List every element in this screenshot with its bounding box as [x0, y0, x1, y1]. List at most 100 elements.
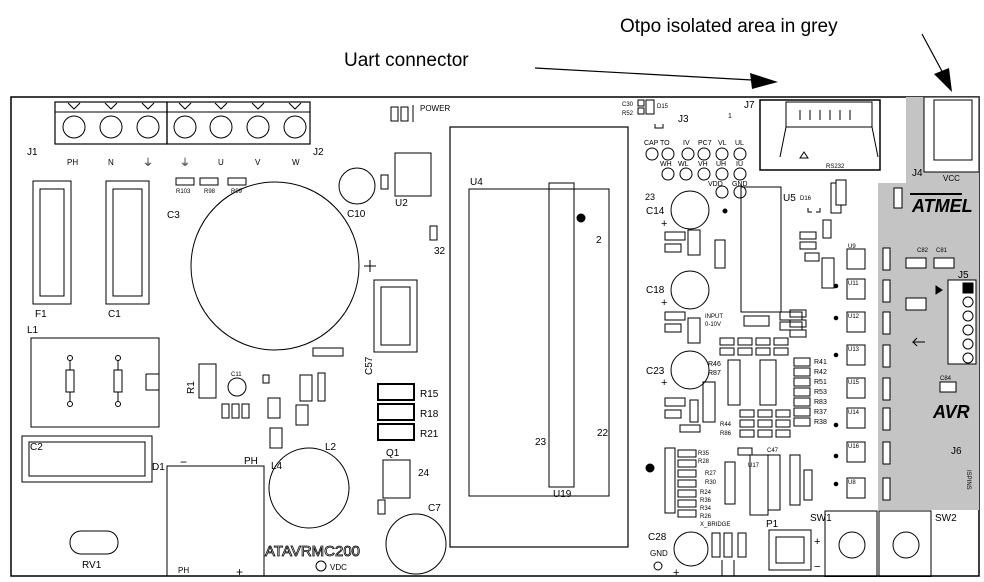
label-ph-mid: PH	[244, 456, 258, 467]
cap-c1	[105, 180, 150, 305]
tp-wh: WH	[660, 161, 672, 168]
label-vdc: VDC	[330, 563, 347, 572]
svg-text:−: −	[814, 561, 820, 573]
label-sw1: SW1	[810, 513, 832, 524]
switch-sw2	[878, 510, 932, 578]
cap-c28	[673, 531, 709, 567]
label-c84: C84	[940, 376, 952, 382]
label-r51: R51	[814, 379, 827, 386]
label-u19: U19	[553, 489, 572, 500]
label-vcc: VCC	[943, 174, 960, 183]
cap-c11	[227, 377, 247, 397]
transistor-q1	[382, 459, 411, 499]
pin-32: 32	[434, 246, 446, 257]
label-r26: R26	[700, 514, 712, 520]
label-u8: U8	[848, 480, 856, 486]
terminal-block-j2	[166, 101, 311, 145]
board-name: ATAVRMC200	[265, 543, 360, 560]
label-c1: C1	[108, 309, 121, 320]
label-r42: R42	[814, 369, 827, 376]
label-j5: J5	[958, 270, 969, 281]
label-r36: R36	[700, 498, 712, 504]
svg-text:23: 23	[645, 192, 655, 202]
label-u2: U2	[395, 198, 408, 209]
cap-c3	[190, 181, 360, 351]
j2-pin-v: V	[255, 158, 261, 167]
label-sw2: SW2	[935, 513, 957, 524]
tp-iv: IV	[683, 140, 690, 147]
pin-24: 24	[418, 468, 430, 479]
label-l2: L2	[325, 442, 337, 453]
label-r27: R27	[705, 471, 717, 477]
tp-to: TO	[660, 140, 670, 147]
svg-text:+: +	[236, 565, 243, 577]
uart-arrow-head	[750, 73, 778, 89]
label-power: POWER	[420, 104, 450, 113]
label-l4: L4	[271, 461, 283, 472]
label-r98: R98	[204, 189, 216, 195]
tp-uh: UH	[716, 161, 726, 168]
svg-text:+: +	[814, 536, 820, 548]
label-u14: U14	[848, 410, 860, 416]
cap-c14	[670, 190, 710, 230]
module-u4	[449, 126, 629, 548]
label-isp-pins: ISPINS	[965, 470, 971, 490]
label-r28: R28	[698, 459, 710, 465]
label-q1: Q1	[386, 448, 400, 459]
label-input-range: 0-10V	[705, 322, 721, 328]
atmel-logo: ATMEL	[910, 193, 973, 216]
tp-vl: VL	[718, 140, 727, 147]
switch-sw1	[824, 510, 878, 578]
label-r21: R21	[420, 429, 439, 440]
tp-cap: CAP	[644, 140, 659, 147]
label-c81: C81	[936, 248, 948, 254]
j1-pin-n: N	[108, 158, 114, 167]
terminal-block-j1	[54, 101, 168, 145]
cap-c18	[670, 270, 710, 310]
label-u16: U16	[848, 444, 860, 450]
label-u4: U4	[470, 177, 483, 188]
pin-23: 23	[535, 437, 547, 448]
cap-c10	[338, 167, 376, 205]
tp-iu: IU	[736, 161, 743, 168]
callout-uart: Uart connector	[344, 50, 469, 71]
varistor-rv1	[69, 530, 119, 555]
label-u9: U9	[848, 244, 856, 250]
svg-text:+: +	[661, 377, 667, 389]
label-c14: C14	[646, 206, 665, 217]
label-r86: R86	[720, 431, 732, 437]
ic-u2	[394, 152, 432, 197]
svg-text:+: +	[661, 218, 667, 230]
label-c3: C3	[167, 210, 180, 221]
label-r44: R44	[720, 422, 732, 428]
tp-vdd: VDD	[708, 181, 723, 188]
label-d16: D16	[800, 196, 812, 202]
label-ph-bottom: PH	[178, 566, 189, 575]
label-r18: R18	[420, 409, 439, 420]
label-r34: R34	[700, 506, 712, 512]
label-c10: C10	[347, 209, 366, 220]
label-c82: C82	[917, 248, 929, 254]
label-j1: J1	[27, 147, 38, 158]
label-r15: R15	[420, 389, 439, 400]
label-r52: R52	[622, 111, 634, 117]
connector-j4	[923, 96, 980, 173]
label-j7: J7	[744, 100, 755, 111]
label-c57: C57	[364, 356, 375, 375]
label-u17: U17	[748, 463, 760, 469]
tp-ul: UL	[735, 140, 744, 147]
pin-1: 1	[728, 113, 732, 120]
label-r35: R35	[698, 451, 710, 457]
right-resistor-column	[793, 357, 811, 427]
svg-text:+: +	[673, 567, 679, 577]
cap-c7	[385, 513, 447, 575]
j1-pin-gnd: ⏚	[143, 157, 153, 169]
label-u5: U5	[783, 193, 796, 204]
label-c30: C30	[622, 102, 634, 108]
label-c11: C11	[231, 372, 242, 378]
label-r83: R83	[814, 399, 827, 406]
label-j2: J2	[313, 147, 324, 158]
tp-gnd: GND	[732, 181, 748, 188]
